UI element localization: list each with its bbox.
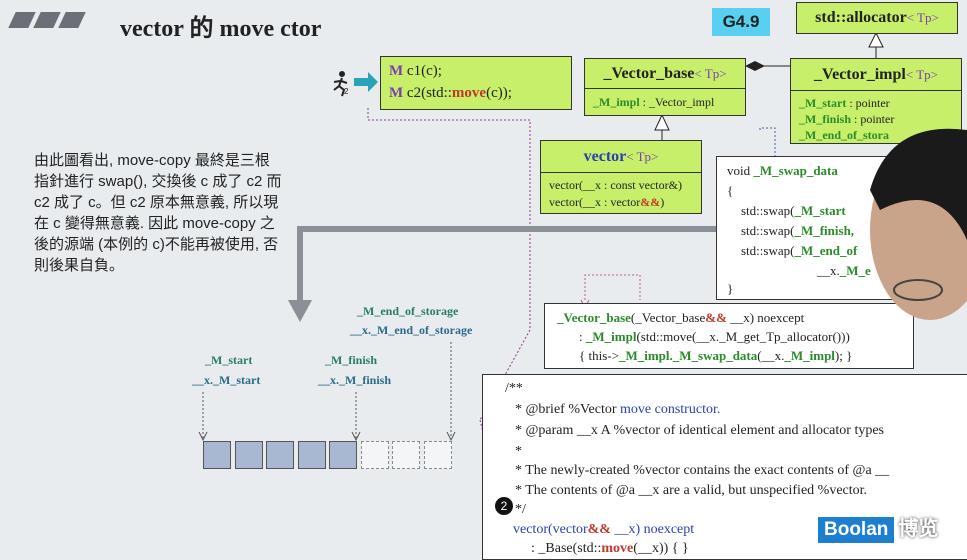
- memory-cell-used: [234, 441, 263, 469]
- usage-line-1: M c1(c);: [389, 63, 442, 79]
- vector-base-members: _M_impl : _Vector_impl: [584, 88, 746, 116]
- label-m-start: _M_start: [205, 353, 253, 367]
- brand-cn: 博览: [898, 518, 939, 540]
- memory-cell-used: [329, 441, 357, 469]
- memory-cell-used: [297, 441, 326, 469]
- label-x-m-end-of-storage: __x._M_end_of_storage: [350, 323, 473, 337]
- memory-cell-used: [203, 441, 231, 469]
- usage-code-box: M c1(c); M c2(std::move(c));: [380, 56, 572, 110]
- memory-cell-free: [423, 441, 452, 469]
- running-man-icon: 2: [333, 71, 349, 97]
- memory-cell-used: [266, 441, 294, 469]
- vector-class-members: vector(__x : const vector&) vector(__x :…: [540, 172, 702, 214]
- step-marker-badge: 2: [495, 497, 513, 515]
- vector-base-class-header: _Vector_base< Tp>: [584, 58, 746, 90]
- vector-class-header: vector< Tp>: [540, 140, 702, 174]
- vector-base-move-ctor-box: _Vector_base(_Vector_base&& __x) noexcep…: [544, 303, 914, 369]
- label-x-m-start: __x._M_start: [192, 373, 261, 387]
- presenter-silhouette: [870, 128, 967, 320]
- usage-line-2: M c2(std::move(c));: [389, 85, 512, 101]
- label-x-m-finish: __x._M_finish: [318, 373, 392, 387]
- explanation-text: 由此圖看出, move-copy 最終是三根指針進行 swap(), 交換後 c…: [34, 152, 282, 274]
- vector-impl-class-header: _Vector_impl< Tp>: [790, 58, 962, 92]
- allocator-class-header: std::allocator< Tp>: [796, 2, 958, 34]
- brand-name: Boolan: [818, 517, 895, 543]
- down-arrow-icon: [288, 300, 312, 322]
- slide-title: vector 的 move ctor: [120, 16, 322, 42]
- svg-text:2: 2: [344, 87, 349, 96]
- memory-cell-free: [392, 441, 420, 469]
- teal-arrow-icon: [354, 72, 378, 92]
- version-badge: G4.9: [712, 8, 770, 36]
- label-m-end-of-storage: _M_end_of_storage: [357, 304, 459, 318]
- memory-cell-free: [360, 441, 389, 469]
- label-m-finish: _M_finish: [325, 353, 378, 367]
